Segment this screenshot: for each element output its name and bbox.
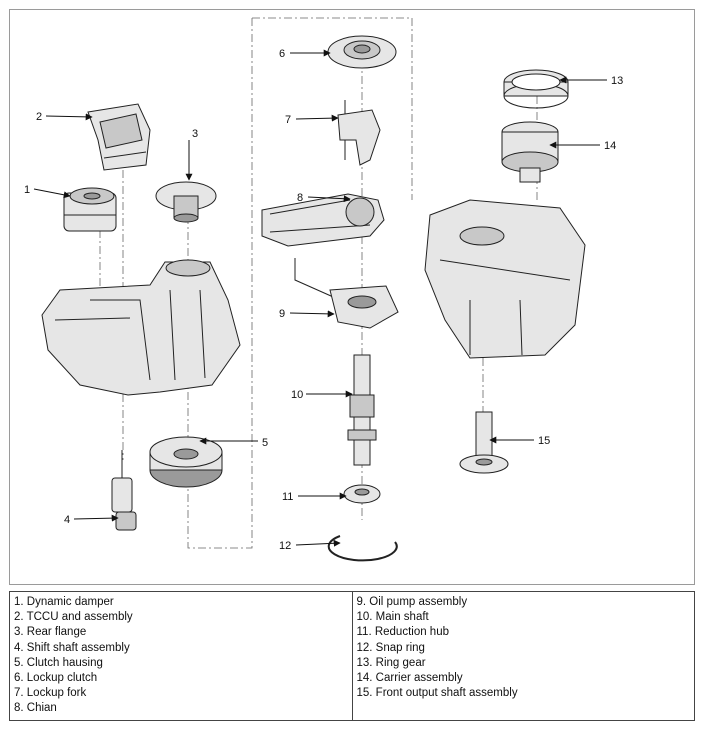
legend-item: 5. Clutch hausing: [14, 656, 103, 669]
callout-6: 6: [279, 48, 285, 60]
part-oil-pump: [294, 258, 399, 329]
callout-numbers: 1 2 3 4 5 6 7 8 9 10 11 12 13 14 15: [24, 48, 623, 552]
part-transfer-case-housing-right: [424, 199, 586, 359]
callout-4: 4: [64, 514, 70, 526]
legend-item: 11. Reduction hub: [356, 626, 450, 639]
callout-1: 1: [24, 184, 30, 196]
callout-10: 10: [291, 389, 303, 401]
part-rear-flange: [155, 181, 217, 223]
callout-15: 15: [538, 435, 550, 447]
part-carrier-assembly: [501, 121, 559, 183]
legend-item: 10. Main shaft: [356, 611, 429, 624]
part-ring-gear: [503, 69, 569, 109]
callout-9: 9: [279, 308, 285, 320]
legend-item: 2. TCCU and assembly: [14, 611, 133, 624]
callout-3: 3: [192, 128, 198, 140]
callout-2: 2: [36, 111, 42, 123]
part-reduction-hub: [343, 484, 381, 504]
exploded-view-diagram: 1 2 3 4 5 6 7 8 9 10 11 12 13 14 15: [24, 17, 623, 562]
legend-item: 12. Snap ring: [356, 641, 425, 654]
callout-7: 7: [285, 114, 291, 126]
parts-legend-table: 1. Dynamic damper 2. TCCU and assembly 3…: [9, 591, 695, 721]
part-snap-ring: [327, 535, 398, 562]
part-shift-shaft: [111, 450, 137, 531]
legend-item: 4. Shift shaft assembly: [14, 641, 130, 654]
legend-item: 6. Lockup clutch: [14, 672, 98, 685]
legend-item: 1. Dynamic damper: [14, 596, 114, 608]
legend-item: 14. Carrier assembly: [356, 672, 463, 685]
legend-column-right: 9. Oil pump assembly 10. Main shaft 11. …: [351, 592, 695, 720]
callout-14: 14: [604, 140, 616, 152]
part-clutch-housing: [149, 436, 223, 488]
part-lockup-clutch: [327, 35, 397, 69]
callout-12: 12: [279, 540, 291, 552]
part-dynamic-damper: [63, 187, 117, 232]
legend-item: 3. Rear flange: [14, 626, 87, 639]
legend-item: 15. Front output shaft assembly: [356, 687, 518, 700]
part-front-output-shaft: [459, 411, 509, 474]
legend-item: 7. Lockup fork: [14, 687, 87, 700]
callout-8: 8: [297, 192, 303, 204]
part-transfer-case-housing-left: [41, 259, 241, 396]
legend-item: 9. Oil pump assembly: [356, 596, 468, 608]
callout-13: 13: [611, 75, 623, 87]
callout-5: 5: [262, 437, 268, 449]
diagram-frame: [9, 9, 695, 585]
legend-column-left: 1. Dynamic damper 2. TCCU and assembly 3…: [10, 592, 352, 720]
callout-11: 11: [282, 491, 293, 503]
legend-item: 13. Ring gear: [356, 656, 426, 669]
part-tccu: [87, 103, 151, 171]
part-main-shaft: [347, 354, 377, 466]
part-lockup-fork: [337, 100, 381, 166]
callout-leaders: [33, 49, 607, 547]
legend-item: 8. Chian: [14, 702, 57, 715]
part-chain: [261, 193, 385, 247]
